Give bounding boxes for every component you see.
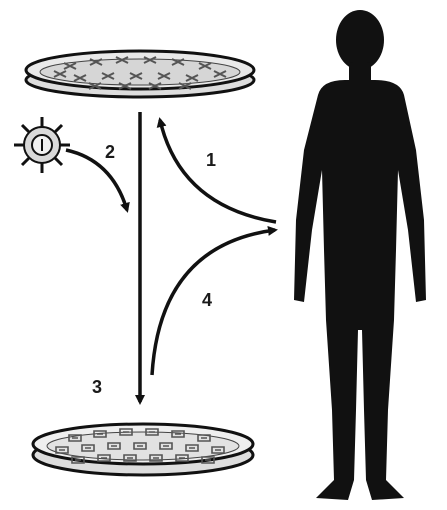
arrow-2-virus-to-line	[66, 150, 127, 210]
virus-icon	[14, 117, 70, 173]
bottom-petri-dish-icon	[33, 424, 253, 475]
human-silhouette-icon	[294, 10, 426, 500]
arrow-4-bottom-to-human	[152, 230, 275, 375]
step-label-3: 3	[92, 377, 102, 398]
arrow-1-human-to-top	[160, 120, 276, 222]
top-petri-dish-icon	[26, 51, 254, 97]
step-label-2: 2	[105, 142, 115, 163]
step-label-1: 1	[206, 150, 216, 171]
step-label-4: 4	[202, 290, 212, 311]
